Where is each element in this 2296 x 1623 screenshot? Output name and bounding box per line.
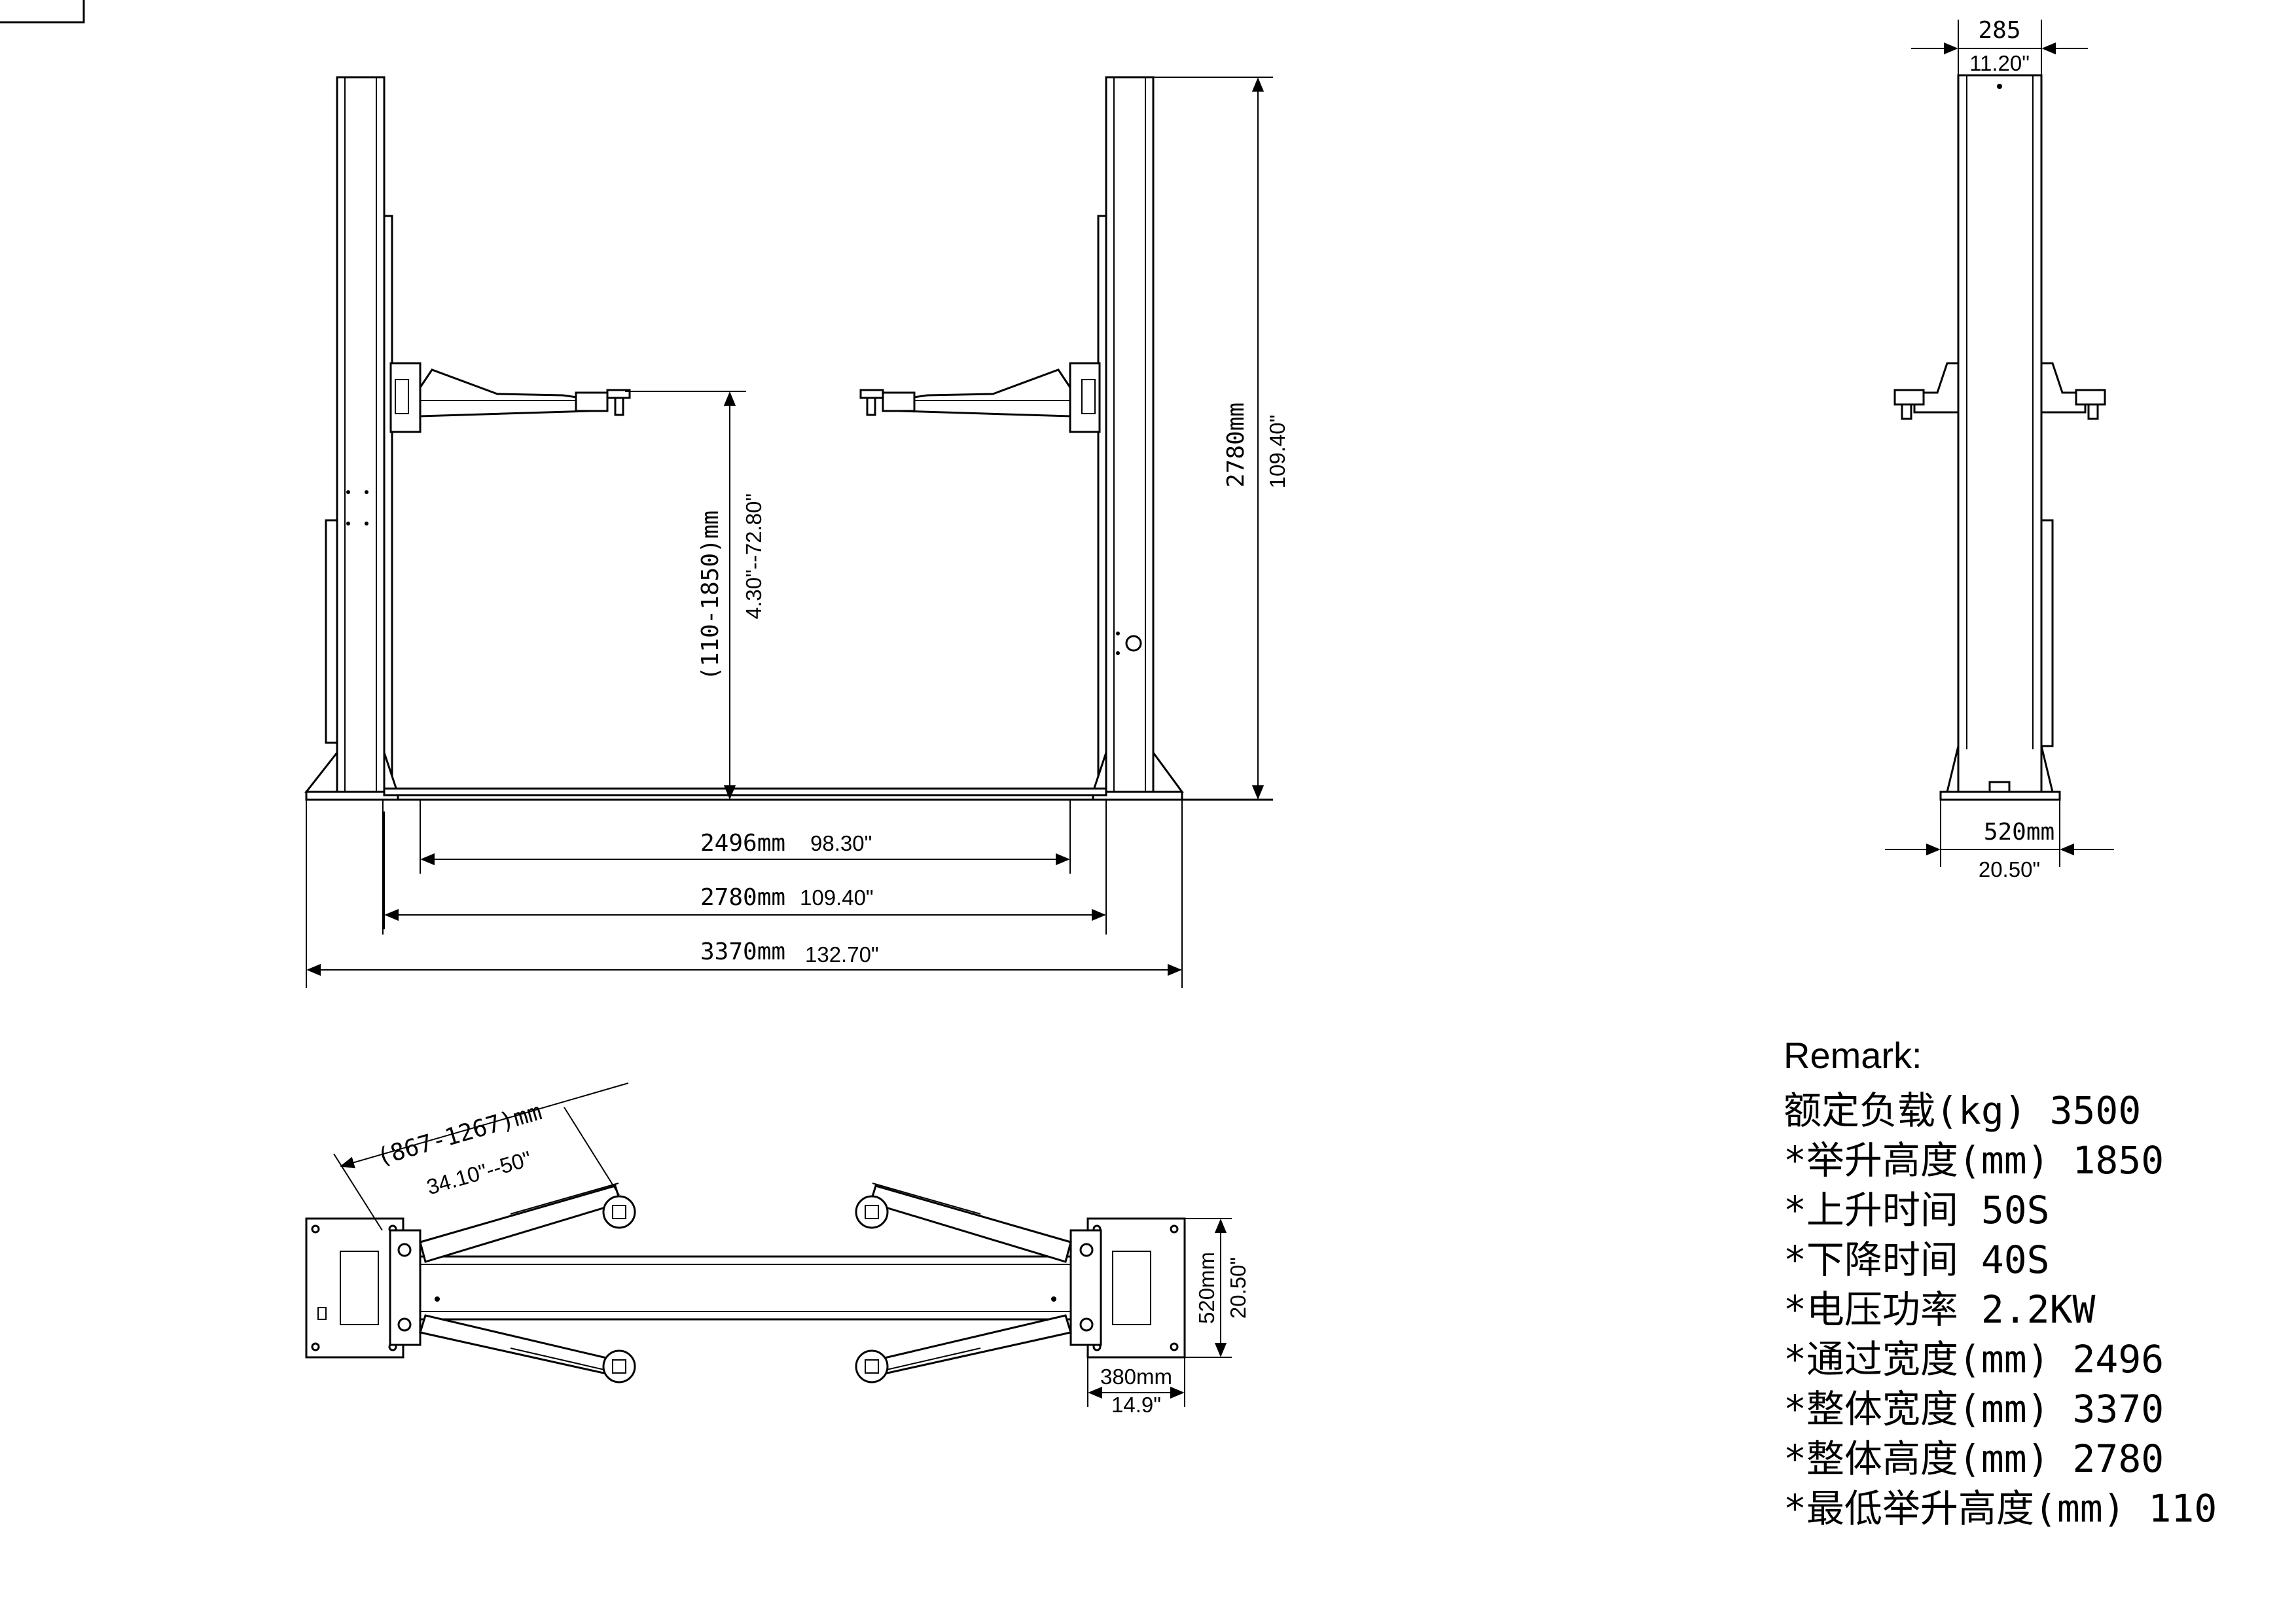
top-view: (867-1267)mm 34.10"--50" 520mm 20.50" 38… [305,1082,1250,1417]
spec-line: *上升时间 50S [1784,1188,2050,1232]
top-floor-plate [419,1255,1072,1321]
spec-line: *电压功率 2.2KW [1784,1287,2096,1332]
base-depth-in: 20.50" [1979,857,2040,882]
base-depth-mm: 520mm [1984,819,2054,846]
left-base-plate [305,1217,404,1359]
spec-line: 额定负载(kg) 3500 [1784,1088,2142,1133]
spec-line: *下降时间 40S [1784,1238,2050,1282]
lift-range-in: 4.30"--72.80" [742,493,766,619]
frame-corner [0,0,85,24]
left-arm [389,362,631,433]
right-arm [859,362,1101,433]
right-base-plate [1086,1217,1186,1359]
arm-top-left [419,1183,636,1263]
spec-line: *通过宽度(mm) 2496 [1784,1337,2164,1382]
arm-bottom-right [855,1314,1072,1383]
spec-line: *整体高度(mm) 2780 [1784,1436,2164,1481]
remark-title: Remark: [1784,1035,1922,1076]
lift-range-mm: (110-1850)mm [697,510,724,681]
column-depth-in: 11.20" [1969,51,2030,75]
side-view: 285 11.20" 520mm 20.50" [1885,17,2114,882]
overall-width-mm: 3370mm [700,938,785,965]
overall-width-in: 132.70" [805,942,879,967]
arm-reach-in: 34.10"--50" [424,1146,535,1199]
side-column [1957,74,2043,801]
drive-width-mm: 2496mm [700,830,785,857]
left-column [304,76,399,801]
arm-top-right [855,1183,1072,1263]
height-mm: 2780mm [1223,402,1249,488]
top-base-depth-mm: 520mm [1194,1252,1219,1324]
height-in: 109.40" [1265,415,1289,489]
top-base-width-mm: 380mm [1100,1364,1172,1389]
spec-line: *整体宽度(mm) 3370 [1784,1387,2164,1431]
drive-width-in: 98.30" [810,831,872,855]
top-base-depth-in: 20.50" [1226,1257,1250,1319]
column-width-in: 109.40" [800,885,874,910]
column-width-mm: 2780mm [700,884,785,911]
column-depth-mm: 285 [1978,17,2020,44]
remark-panel: Remark: 额定负载(kg) 3500 *举升高度(mm) 1850 *上升… [1784,1034,2217,1533]
spec-line: *举升高度(mm) 1850 [1784,1138,2164,1183]
front-view: (110-1850)mm 4.30"--72.80" 2780mm 109.40… [304,76,1289,988]
right-column [1091,76,1184,801]
floor-plate [383,787,1107,796]
spec-line: *最低举升高度(mm) 110 [1784,1486,2217,1531]
top-base-width-in: 14.9" [1111,1393,1161,1417]
arm-bottom-left [419,1314,636,1383]
